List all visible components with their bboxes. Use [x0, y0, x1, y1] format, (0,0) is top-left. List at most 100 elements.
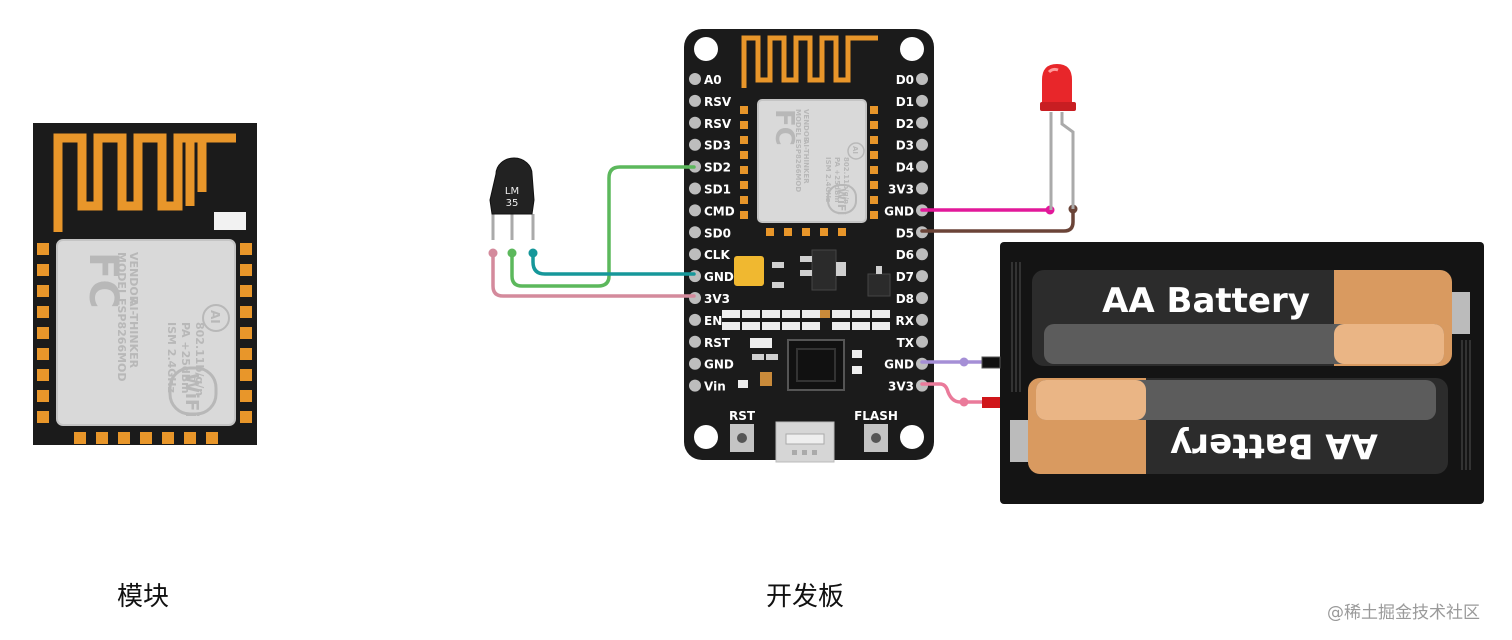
wire-d5-led [920, 207, 1075, 233]
rst-button[interactable] [730, 424, 754, 452]
battery-cell-top: AA Battery [1032, 270, 1470, 366]
right-pin-label: 3V3 [888, 380, 914, 394]
board-ai-logo [847, 142, 865, 160]
left-pin-label: RSV [704, 95, 732, 109]
left-pin-label: SD2 [704, 161, 731, 175]
wire-lm35-3v3 [491, 251, 696, 298]
board-transistor [867, 273, 891, 297]
board-resistor-row [722, 310, 890, 330]
module-shield [56, 239, 236, 426]
ai-text: AI [208, 310, 222, 324]
left-pin-12 [689, 335, 701, 348]
module-side-pads [37, 243, 252, 423]
spec-pa: PA +25dBm [179, 322, 192, 394]
left-pin-header: A0RSVRSVSD3SD2SD1CMDSD0CLKGND3V3ENRSTGND… [689, 73, 735, 394]
right-pin-10 [916, 292, 928, 304]
right-pin-label: D7 [896, 270, 914, 284]
board-module-shield [757, 99, 867, 223]
board-spec-80211: 802.11b/g/n [842, 157, 850, 204]
right-pin-label: D5 [896, 226, 914, 240]
right-pin-0 [916, 73, 928, 85]
red-led [1040, 64, 1076, 210]
right-pin-label: TX [897, 336, 915, 350]
left-pin-label: SD0 [704, 226, 731, 240]
left-pin-1 [689, 94, 701, 107]
lm35-body [489, 157, 535, 215]
left-pin-9 [689, 270, 701, 283]
right-pin-8 [916, 248, 928, 261]
right-pin-9 [916, 270, 928, 283]
module-led [214, 212, 246, 230]
left-pin-label: RST [704, 336, 731, 350]
flash-button-label: FLASH [854, 409, 898, 423]
left-pin-10 [689, 292, 701, 304]
mount-hole-br [900, 425, 924, 449]
left-pin-13 [689, 357, 701, 370]
left-pin-5 [689, 182, 701, 195]
module-antenna [53, 133, 236, 232]
wire-3v3-battery [920, 382, 986, 404]
left-pin-11 [689, 313, 701, 326]
vendor-line: VENDOR [127, 252, 140, 305]
right-pin-2 [916, 116, 928, 129]
board-antenna [741, 35, 878, 88]
esp8266-module: FC MODEL VENDOR ESP8266MOD AI-THINKER IS… [33, 123, 257, 445]
board-vendor-line: VENDOR [802, 109, 810, 143]
right-pin-12 [916, 335, 928, 348]
right-pin-label: D6 [896, 248, 914, 262]
left-pin-2 [689, 116, 701, 129]
left-pin-8 [689, 248, 701, 261]
left-pin-label: GND [704, 270, 734, 284]
board-spec-pa: PA +25dBm [833, 157, 841, 203]
battery-cell-bottom: AA Battery [1010, 378, 1448, 474]
micro-usb-port[interactable] [775, 421, 835, 463]
left-pin-0 [689, 73, 701, 85]
left-pin-7 [689, 226, 701, 239]
left-pin-label: 3V3 [704, 292, 730, 306]
left-pin-label: RSV [704, 117, 732, 131]
battery-holder: AA Battery AA Battery [981, 242, 1484, 504]
right-pin-4 [916, 160, 928, 173]
module-shield-print: FC MODEL VENDOR ESP8266MOD AI-THINKER IS… [80, 252, 230, 418]
wires [488, 165, 1078, 407]
right-pin-label: GND [884, 358, 914, 372]
vendor-name-text: AI-THINKER [127, 298, 140, 369]
lm35-label-line1: LM [505, 186, 519, 197]
left-pin-label: CLK [704, 248, 730, 262]
board-shield-print: FC MODEL VENDOR ESP8266MOD AI-THINKER IS… [769, 109, 865, 215]
right-pin-label: D0 [896, 73, 914, 87]
board-model-line: MODEL [794, 109, 802, 138]
right-pin-label: D3 [896, 139, 914, 153]
right-pin-3 [916, 138, 928, 151]
left-pin-label: GND [704, 358, 734, 372]
lm35-label-line2: 35 [506, 198, 519, 209]
battery-label-top: AA Battery [1102, 281, 1310, 321]
watermark: @稀土掘金技术社区 [1327, 603, 1480, 623]
right-pin-label: D4 [896, 161, 914, 175]
right-pin-label: 3V3 [888, 183, 914, 197]
right-pin-5 [916, 182, 928, 195]
left-pin-3 [689, 138, 701, 151]
wifi-text: WiFi [181, 373, 202, 418]
module-bottom-pads [74, 432, 218, 444]
mount-hole-bl [694, 425, 718, 449]
board-wifi-text: WiFi [835, 188, 848, 215]
right-pin-label: RX [896, 314, 915, 328]
right-pin-11 [916, 313, 928, 326]
spec-80211: 802.11b/g/n [193, 322, 206, 396]
right-pin-label: D2 [896, 117, 914, 131]
board-vendor-name: AI-THINKER [802, 139, 810, 184]
board-caption: 开发板 [766, 582, 845, 612]
wifi-logo [168, 366, 218, 416]
model-line: MODEL [115, 252, 128, 296]
flash-button[interactable] [864, 424, 888, 452]
left-pin-label: A0 [704, 73, 722, 87]
left-pin-label: SD3 [704, 139, 731, 153]
lm35-sensor: LM 35 [489, 157, 535, 240]
board-pcb [684, 29, 934, 460]
left-pin-label: SD1 [704, 183, 731, 197]
rst-button-label: RST [729, 409, 756, 423]
mount-hole-tl [694, 37, 718, 61]
wire-lm35-gnd [531, 251, 696, 276]
